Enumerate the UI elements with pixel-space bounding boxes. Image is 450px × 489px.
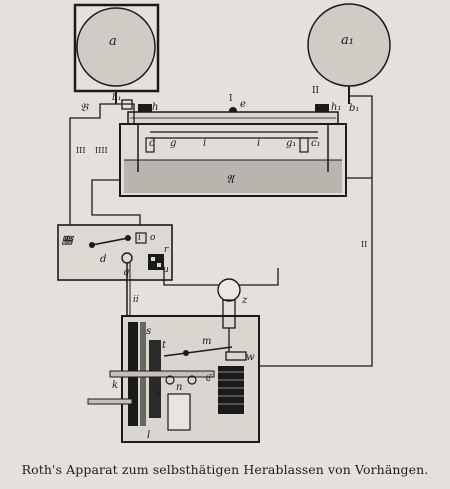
label-q: q: [123, 267, 129, 278]
label-wire-IIII: IIII: [95, 146, 108, 155]
label-e: e: [240, 99, 246, 110]
label-h: h: [152, 102, 158, 113]
label-r: r: [164, 245, 169, 255]
label-z: z: [241, 295, 248, 306]
label-n: n: [176, 382, 182, 393]
label-g: g: [170, 138, 176, 149]
label-ii: ii: [133, 295, 139, 305]
label-E: 𝔈: [205, 373, 213, 384]
switch-box: 𝔆 i o d q r u: [57, 224, 173, 281]
label-wire-I: I: [229, 94, 233, 104]
label-s: s: [146, 326, 151, 337]
mechanism-box: s t k n x l m 𝔈 w: [87, 315, 260, 443]
label-i-switch: i: [138, 233, 141, 243]
label-wire-III: III: [76, 146, 85, 155]
label-g1: g₁: [286, 138, 296, 149]
label-c: c: [149, 138, 155, 149]
label-t: t: [162, 340, 167, 351]
label-b1: b₁: [349, 103, 359, 114]
label-d: d: [100, 254, 106, 265]
liquid-tank: 𝔄: [119, 123, 347, 197]
wire-II-right: [258, 177, 373, 367]
label-C: 𝔆: [61, 235, 75, 247]
label-B: 𝔅: [80, 101, 89, 114]
label-a1: a₁: [341, 33, 354, 48]
screw-h-right: h₁ b₁: [315, 102, 359, 114]
figure-caption: Roth's Apparat zum selbsthätigen Herabla…: [21, 462, 429, 477]
balloon-right: a₁: [307, 3, 391, 87]
label-c1: c₁: [311, 138, 321, 149]
label-u: u: [163, 265, 169, 275]
wire-IIII: [91, 179, 141, 228]
label-a: a: [109, 34, 117, 49]
balloon-left: a: [73, 3, 160, 93]
label-k: k: [112, 380, 118, 391]
label-x: x: [156, 389, 161, 399]
label-m: m: [202, 336, 211, 347]
label-i-right: i: [257, 138, 260, 149]
apparatus-diagram: a a₁ 𝔅 b₁ h h₁ b₁ e I II 𝔄 c g i: [57, 3, 391, 443]
screw-h-left: h: [138, 102, 158, 113]
label-h1: h₁: [331, 102, 341, 113]
label-o: o: [150, 233, 156, 243]
label-i-left: i: [203, 138, 206, 149]
label-l: l: [147, 430, 150, 441]
label-w: w: [246, 352, 255, 363]
label-wire-II: II: [312, 86, 320, 96]
bulb-z: z: [217, 278, 248, 352]
label-tank: 𝔄: [226, 172, 236, 186]
wire-III: [69, 103, 135, 225]
label-b1-top: b₁: [112, 93, 121, 103]
label-wire-II-right: II: [361, 240, 367, 249]
